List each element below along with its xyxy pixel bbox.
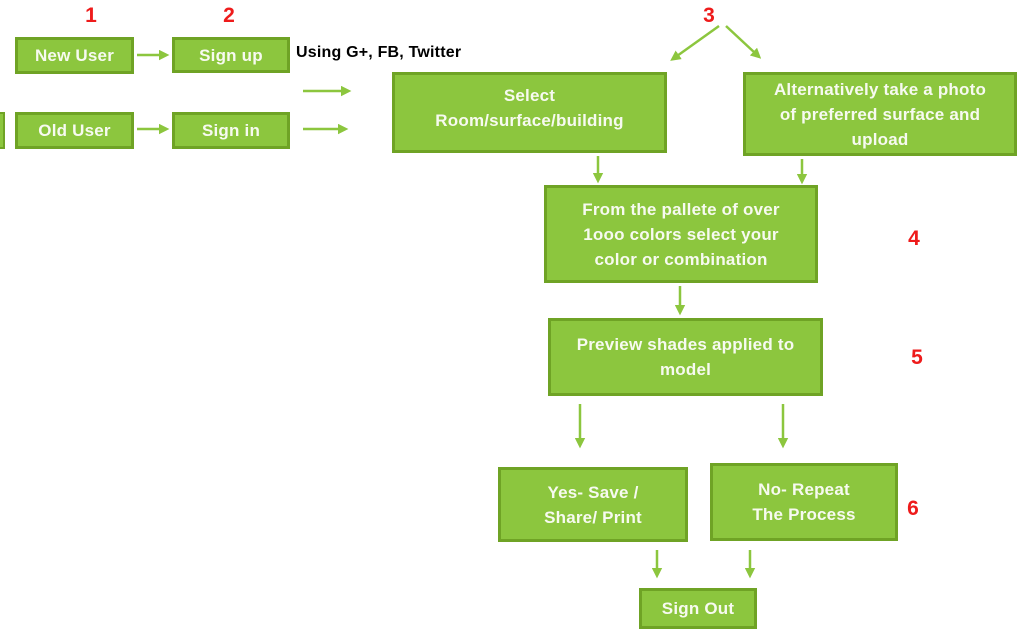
box-label-line: 1ooo colors select your: [583, 224, 779, 244]
flow-box-yes-save-share-print: Yes- Save / Share/ Print: [498, 467, 688, 542]
box-label-line: Preview shades applied to: [576, 335, 795, 354]
step-number-3: 3: [703, 4, 715, 27]
step-number-2: 2: [223, 4, 235, 27]
flow-box-select-surface: Select Room/surface/building: [392, 72, 667, 153]
box-label-line: of preferred surface and: [779, 104, 981, 124]
flow-box-preview-shades: Preview shades applied to model: [548, 318, 823, 396]
box-label-line: From the pallete of over: [582, 199, 780, 219]
box-label-line: color or combination: [594, 249, 768, 269]
flow-box-new-user: New User: [15, 37, 134, 74]
box-label: Sign up: [199, 45, 263, 65]
cropped-box-edge-artifact: [0, 112, 5, 149]
arrow-step3-to-photo: [725, 25, 762, 59]
flow-box-sign-out: Sign Out: [639, 588, 757, 629]
annotation-social-login: Using G+, FB, Twitter: [296, 44, 462, 61]
box-label-line: No- Repeat: [758, 480, 850, 499]
arrow-step3-to-select: [670, 24, 720, 61]
step-number-6: 6: [907, 497, 919, 520]
box-label-line: Select: [503, 86, 556, 105]
box-label: Sign in: [201, 121, 261, 140]
box-label-line: Share/ Print: [544, 507, 642, 527]
step-number-4: 4: [908, 227, 920, 250]
flow-box-upload-photo: Alternatively take a photo of preferred …: [743, 72, 1017, 156]
flow-box-sign-in: Sign in: [172, 112, 290, 149]
box-label: Sign Out: [661, 599, 735, 618]
box-label-line: model: [659, 360, 712, 379]
flow-box-old-user: Old User: [15, 112, 134, 149]
box-label-line: upload: [851, 129, 909, 149]
flow-box-color-palette: From the pallete of over 1ooo colors sel…: [544, 185, 818, 283]
box-label-line: Alternatively take a photo: [773, 79, 987, 99]
box-label-line: The Process: [752, 505, 856, 524]
flow-box-sign-up: Sign up: [172, 37, 290, 73]
step-number-5: 5: [911, 346, 923, 369]
box-label: Old User: [38, 121, 111, 140]
flow-box-no-repeat-process: No- Repeat The Process: [710, 463, 898, 541]
box-label: New User: [34, 46, 115, 65]
step-number-1: 1: [85, 4, 97, 27]
box-label-line: Yes- Save /: [547, 482, 639, 502]
box-label-line: Room/surface/building: [435, 111, 624, 130]
